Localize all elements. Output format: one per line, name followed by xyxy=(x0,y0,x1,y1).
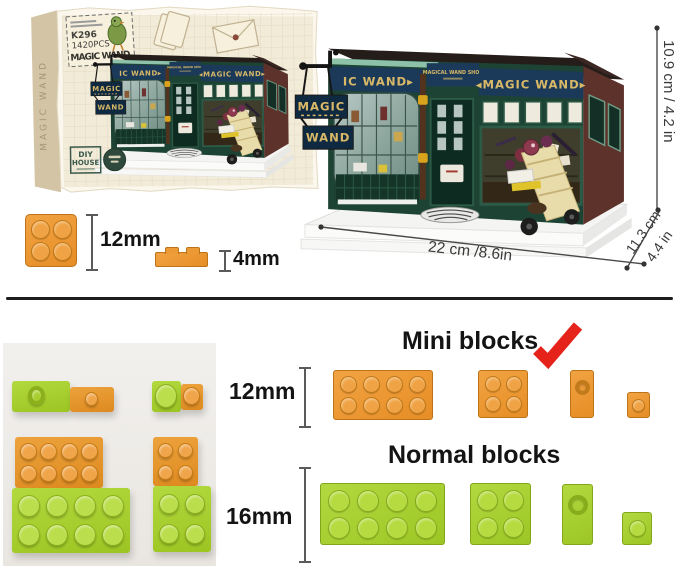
mini-blocks-heading: Mini blocks xyxy=(402,327,539,355)
orange-plate-side xyxy=(70,387,114,412)
mini-size-label: 12mm xyxy=(229,378,296,404)
height-dimension-label: 10.9 cm / 4.2 in xyxy=(660,40,677,143)
orange-1x1-brick xyxy=(181,384,203,410)
brick-size-label: 12mm xyxy=(100,228,161,251)
product-box: MAGIC WAND K296 1420PCS MAGIC WAND xyxy=(31,5,319,193)
normal-2x2-block xyxy=(470,483,531,545)
normal-2x4-block xyxy=(320,483,445,545)
green-1x1-brick xyxy=(152,381,181,412)
orange-2x4-plate xyxy=(15,437,103,488)
stamp-pieces: 1420PCS xyxy=(71,39,110,51)
checkmark-icon xyxy=(533,322,583,370)
dimension-lines xyxy=(320,28,661,269)
mini-1x2-block xyxy=(570,370,594,418)
green-plate-side xyxy=(12,381,70,412)
green-2x4-plate xyxy=(12,488,130,553)
envelope-sketch xyxy=(211,19,260,54)
stamp-code: K296 xyxy=(71,30,97,42)
normal-measure-bracket xyxy=(299,467,311,563)
paper-sketch xyxy=(153,11,191,51)
normal-1x2-block xyxy=(562,484,593,545)
dimension-dots xyxy=(318,25,661,271)
brand-line2: HOUSE xyxy=(72,159,100,167)
normal-blocks-heading: Normal blocks xyxy=(388,441,561,469)
model-photo xyxy=(293,25,661,271)
mini-2x4-block xyxy=(333,370,433,420)
box-side-text: MAGIC WAND xyxy=(39,60,50,151)
orange-2x2-plate xyxy=(153,437,198,486)
green-2x2-plate xyxy=(153,486,211,552)
plate-sideview xyxy=(155,247,208,267)
brand-logo: DIY HOUSE xyxy=(69,146,102,174)
box-spine xyxy=(31,10,61,193)
section-divider xyxy=(6,297,673,300)
brick-2x2-topview xyxy=(25,214,77,267)
postage-stamp: K296 1420PCS MAGIC WAND xyxy=(65,12,136,68)
mini-1x1-block xyxy=(627,392,650,418)
mini-2x2-block xyxy=(478,370,528,418)
plate-size-label: 4mm xyxy=(233,248,280,270)
brand-line1: DIY xyxy=(78,150,93,159)
plate-measure-line xyxy=(219,250,231,272)
mini-measure-bracket xyxy=(299,367,311,428)
round-badge xyxy=(103,148,127,172)
brick-measure-line xyxy=(86,214,98,271)
blocks-comparison-photo xyxy=(3,343,216,566)
owl-illustration xyxy=(107,16,127,52)
normal-1x1-block xyxy=(622,512,652,545)
normal-size-label: 16mm xyxy=(226,503,293,529)
